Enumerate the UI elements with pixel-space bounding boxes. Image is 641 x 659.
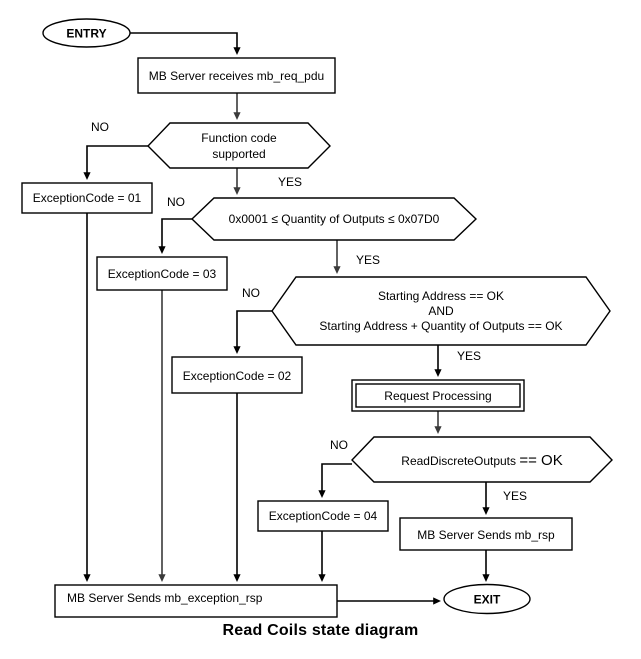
edge-quantity-no: [158, 218, 192, 255]
node-decision-function-code-label-1: Function code: [201, 131, 277, 145]
node-request-processing-label: Request Processing: [384, 389, 491, 403]
node-exception-01-label: ExceptionCode = 01: [33, 191, 142, 205]
node-exception-04-label: ExceptionCode = 04: [269, 509, 378, 523]
node-exception-02-label: ExceptionCode = 02: [183, 369, 292, 383]
edge-label-yes-quantity: YES: [356, 253, 380, 267]
node-send-exception-rsp-label: MB Server Sends mb_exception_rsp: [67, 591, 263, 605]
node-decision-address: [271, 276, 611, 346]
node-entry: [42, 18, 131, 48]
node-decision-quantity-label: 0x0001 ≤ Quantity of Outputs ≤ 0x07D0: [229, 212, 440, 226]
node-exception-03: [96, 256, 228, 291]
edge-label-yes-read: YES: [503, 489, 527, 503]
edge-read-no: [318, 463, 352, 499]
node-receive: [137, 57, 336, 94]
node-decision-read: [351, 436, 613, 483]
node-send-exception-rsp: [54, 584, 338, 618]
diagram-title: Read Coils state diagram: [222, 622, 419, 639]
node-request-processing-inner: [355, 383, 521, 408]
node-decision-function-code: [147, 122, 331, 169]
node-receive-label: MB Server receives mb_req_pdu: [149, 69, 324, 83]
node-decision-read-label-op: == OK: [519, 452, 562, 469]
node-exception-02: [171, 356, 303, 394]
node-decision-function-code-label-2: supported: [212, 147, 265, 161]
node-decision-read-label-prefix: ReadDiscreteOutputs: [401, 454, 519, 468]
node-send-rsp-label: MB Server Sends mb_rsp: [417, 528, 555, 542]
edge-address-no: [233, 310, 272, 355]
edge-function-code-no: [83, 145, 148, 181]
node-decision-read-label: ReadDiscreteOutputs == OK: [401, 452, 562, 469]
node-decision-address-label-1: Starting Address == OK: [378, 289, 504, 303]
node-exit: [443, 583, 531, 615]
edge-entry-to-receive: [130, 32, 241, 56]
node-exception-04: [257, 500, 389, 532]
edge-label-no-quantity: NO: [167, 195, 185, 209]
node-exception-03-label: ExceptionCode = 03: [108, 267, 217, 281]
node-decision-address-label-3: Starting Address + Quantity of Outputs =…: [319, 319, 562, 333]
edge-label-no-address: NO: [242, 286, 260, 300]
edge-label-no-read: NO: [330, 438, 348, 452]
edge-label-yes-address: YES: [457, 349, 481, 363]
node-decision-address-label-2: AND: [428, 304, 454, 318]
edge-label-no-function-code: NO: [91, 120, 109, 134]
node-entry-label: ENTRY: [66, 27, 106, 41]
edge-label-yes-function-code: YES: [278, 175, 302, 189]
node-exception-01: [21, 182, 153, 214]
node-send-rsp: [399, 517, 573, 551]
node-exit-label: EXIT: [474, 593, 501, 607]
node-decision-quantity: [190, 197, 478, 241]
